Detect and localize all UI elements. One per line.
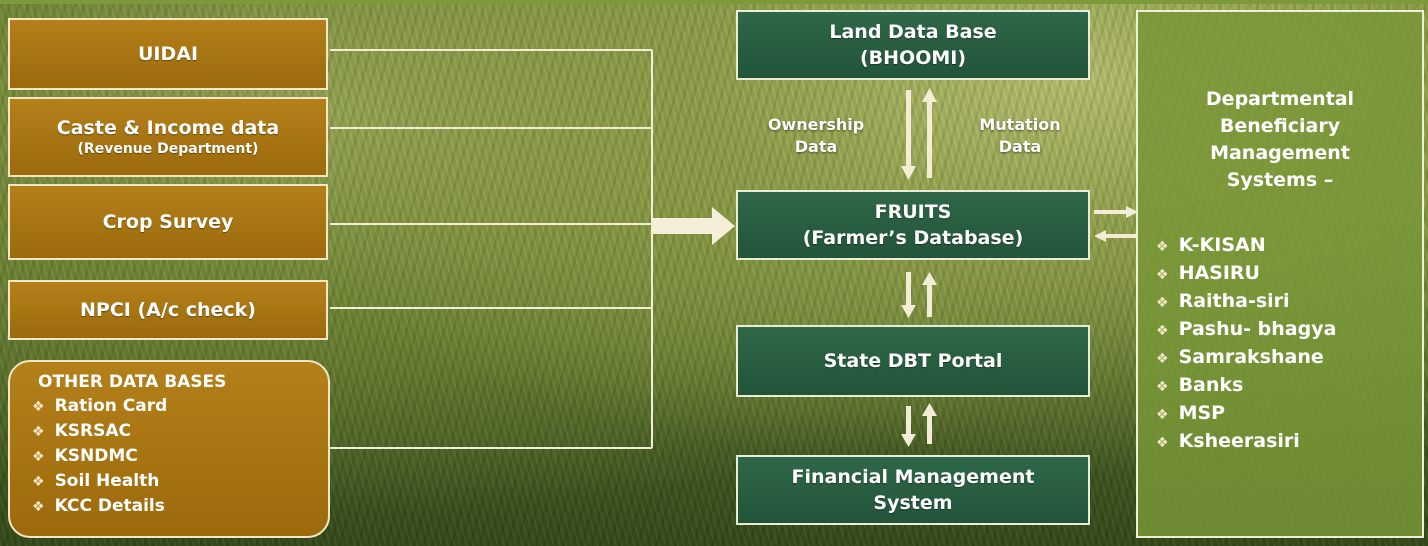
list-item: ❖Samrakshane: [1156, 346, 1324, 368]
top-border: [0, 0, 1428, 4]
ownership-arrow-shaft: [906, 90, 911, 168]
fruits-dbt-down-shaft: [906, 272, 911, 306]
dbt-fin-down-shaft: [906, 406, 911, 436]
departmental-systems-box: Departmental Beneficiary Management Syst…: [1136, 10, 1424, 538]
crop-survey-label: Crop Survey: [102, 211, 234, 233]
fruits-dbt-down-icon: [901, 305, 916, 318]
dbt-fin-down-icon: [901, 434, 916, 447]
list-item: ❖Raitha-siri: [1156, 290, 1290, 312]
bullet-icon: ❖: [1156, 407, 1169, 423]
bullet-icon: ❖: [1156, 351, 1169, 367]
mutation-arrow-shaft: [927, 100, 932, 178]
bullet-icon: ❖: [1156, 295, 1169, 311]
departmental-systems-title: Departmental Beneficiary Management Syst…: [1205, 88, 1355, 191]
bullet-icon: ❖: [1156, 323, 1169, 339]
fruits-box: FRUITS (Farmer’s Database): [736, 190, 1090, 260]
bullet-icon: ❖: [32, 499, 45, 515]
bullet-icon: ❖: [32, 474, 45, 490]
dbt-portal-box: State DBT Portal: [736, 325, 1090, 397]
list-item: ❖Pashu- bhagya: [1156, 318, 1337, 340]
financial-system-title: Financial Management: [791, 466, 1035, 488]
dbt-portal-title: State DBT Portal: [823, 350, 1003, 372]
fruits-title: FRUITS: [874, 201, 952, 223]
list-item: ❖Soil Health: [32, 471, 160, 491]
other-databases-list: ❖Ration Card ❖KSRSAC ❖KSNDMC ❖Soil Healt…: [32, 394, 328, 519]
dbt-fin-up-icon: [922, 403, 937, 416]
list-item: ❖K-KISAN: [1156, 234, 1266, 256]
ownership-data-label: Ownership Data: [767, 115, 865, 156]
bullet-icon: ❖: [1156, 379, 1169, 395]
land-database-box: Land Data Base (BHOOMI): [736, 10, 1090, 80]
land-database-subtitle: (BHOOMI): [859, 47, 967, 69]
departmental-systems-list: ❖K-KISAN ❖HASIRU ❖Raitha-siri ❖Pashu- bh…: [1138, 194, 1422, 456]
list-item: ❖KSRSAC: [32, 421, 131, 441]
merge-arrow-icon: [652, 207, 735, 245]
uidai-box: UIDAI: [8, 18, 328, 90]
list-item: ❖KSNDMC: [32, 446, 138, 466]
fruits-dbt-up-icon: [922, 272, 937, 285]
npci-label: NPCI (A/c check): [80, 299, 256, 321]
fruits-subtitle: (Farmer’s Database): [802, 227, 1024, 249]
dbt-fin-up-shaft: [927, 414, 932, 444]
list-item: ❖MSP: [1156, 402, 1226, 424]
fruits-dept-left-shaft: [1104, 234, 1138, 238]
land-database-title: Land Data Base: [829, 21, 997, 43]
mutation-arrow-icon: [922, 88, 937, 102]
bullet-icon: ❖: [1156, 267, 1169, 283]
caste-income-sublabel: (Revenue Department): [77, 141, 259, 157]
financial-system-subtitle: System: [873, 492, 953, 514]
fruits-dbt-up-shaft: [927, 283, 932, 317]
list-item: ❖HASIRU: [1156, 262, 1260, 284]
crop-survey-box: Crop Survey: [8, 184, 328, 260]
list-item: ❖Banks: [1156, 374, 1244, 396]
bullet-icon: ❖: [32, 449, 45, 465]
bullet-icon: ❖: [32, 399, 45, 415]
caste-income-label: Caste & Income data: [56, 117, 280, 139]
fruits-dept-left-icon: [1094, 230, 1106, 242]
bullet-icon: ❖: [1156, 435, 1169, 451]
mutation-data-label: Mutation Data: [979, 115, 1061, 156]
other-databases-title: OTHER DATA BASES: [38, 372, 227, 392]
list-item: ❖Ration Card: [32, 396, 168, 416]
uidai-label: UIDAI: [137, 43, 199, 65]
ownership-arrow-icon: [901, 166, 916, 180]
financial-system-box: Financial Management System: [736, 455, 1090, 525]
list-item: ❖KCC Details: [32, 496, 165, 516]
fruits-dept-right-icon: [1126, 206, 1138, 218]
other-databases-box: OTHER DATA BASES ❖Ration Card ❖KSRSAC ❖K…: [8, 360, 330, 538]
list-item: ❖Ksheerasiri: [1156, 430, 1300, 452]
caste-income-box: Caste & Income data (Revenue Department): [8, 97, 328, 177]
npci-box: NPCI (A/c check): [8, 280, 328, 340]
bullet-icon: ❖: [1156, 239, 1169, 255]
bullet-icon: ❖: [32, 424, 45, 440]
fruits-dept-right-shaft: [1094, 210, 1128, 214]
